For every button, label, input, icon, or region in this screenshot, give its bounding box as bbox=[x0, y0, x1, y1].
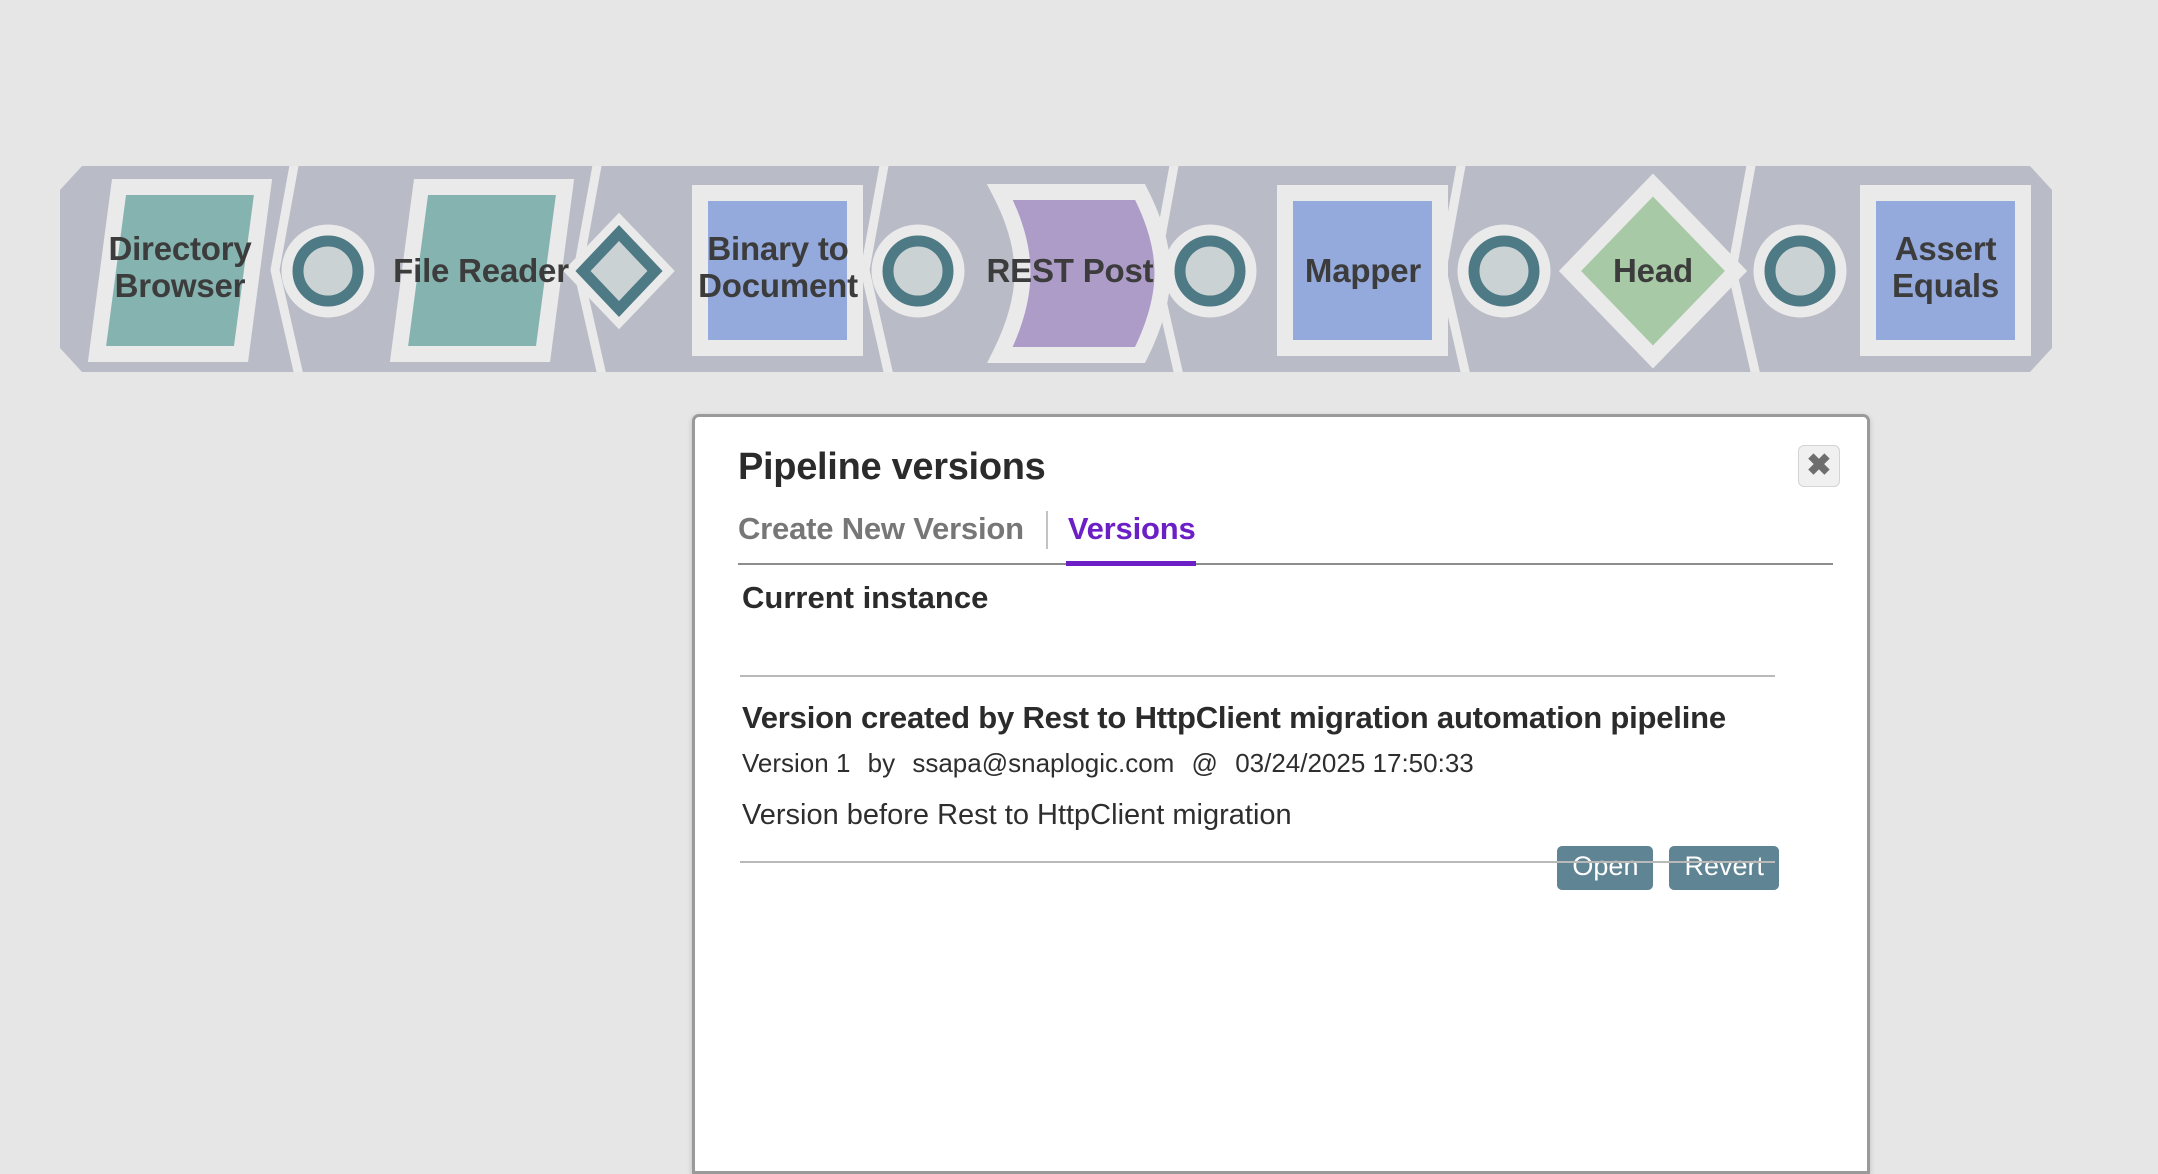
version-list-item: Version created by Rest to HttpClient mi… bbox=[742, 700, 1782, 890]
current-instance-heading: Current instance bbox=[742, 580, 989, 615]
version-meta: Version 1 by ssapa@snaplogic.com @ 03/24… bbox=[742, 748, 1782, 779]
version-title: Version created by Rest to HttpClient mi… bbox=[742, 700, 1726, 735]
pipeline-canvas[interactable]: Directory Browser File Reader Binary to … bbox=[0, 0, 2158, 400]
section-divider bbox=[740, 861, 1775, 863]
dialog-title: Pipeline versions bbox=[738, 446, 1046, 488]
connector-circle-4[interactable] bbox=[1457, 224, 1551, 318]
snap-rest-post[interactable] bbox=[986, 184, 1171, 363]
connector-circle-3[interactable] bbox=[1163, 224, 1257, 318]
snap-file-reader[interactable] bbox=[389, 179, 575, 362]
revert-button[interactable]: Revert bbox=[1669, 846, 1779, 890]
snap-shape-parallelogram bbox=[389, 179, 575, 362]
snap-directory-browser[interactable] bbox=[87, 179, 273, 362]
pipeline-diagram bbox=[60, 166, 2052, 372]
version-at-symbol: @ bbox=[1191, 748, 1218, 778]
close-icon: ✖ bbox=[1806, 449, 1832, 482]
tab-versions[interactable]: Versions bbox=[1065, 511, 1196, 566]
tab-separator bbox=[1045, 511, 1048, 549]
snap-shape-square bbox=[692, 185, 863, 356]
snap-mapper[interactable] bbox=[1277, 185, 1448, 356]
tab-create-new-version[interactable]: Create New Version bbox=[738, 511, 1024, 546]
connector-circle-1[interactable] bbox=[281, 224, 375, 318]
snap-shape-square bbox=[1277, 185, 1448, 356]
version-actions: Open Revert bbox=[742, 846, 1782, 890]
snap-shape-parallelogram bbox=[87, 179, 273, 362]
pipeline-versions-dialog: Pipeline versions ✖ Create New Version V… bbox=[692, 414, 1870, 1174]
snap-shape-wave bbox=[986, 184, 1171, 363]
snap-binary-to-document[interactable] bbox=[692, 185, 863, 356]
version-note: Version before Rest to HttpClient migrat… bbox=[742, 799, 1292, 831]
snap-shape-square bbox=[1860, 185, 2031, 356]
version-author: ssapa@snaplogic.com bbox=[912, 748, 1175, 778]
snap-assert-equals[interactable] bbox=[1860, 185, 2031, 356]
version-number: Version 1 bbox=[742, 748, 851, 778]
version-timestamp: 03/24/2025 17:50:33 bbox=[1235, 748, 1474, 778]
connector-circle-5[interactable] bbox=[1753, 224, 1847, 318]
snap-shape-diamond bbox=[1558, 173, 1748, 369]
dialog-tabs: Create New Version Versions bbox=[738, 511, 1833, 566]
open-button[interactable]: Open bbox=[1557, 846, 1654, 890]
section-divider bbox=[740, 675, 1775, 677]
version-by-label: by bbox=[867, 748, 896, 778]
connector-diamond-1[interactable] bbox=[563, 212, 675, 330]
snap-head[interactable] bbox=[1558, 173, 1748, 369]
connector-circle-2[interactable] bbox=[871, 224, 965, 318]
close-icon-button[interactable]: ✖ bbox=[1798, 445, 1840, 487]
